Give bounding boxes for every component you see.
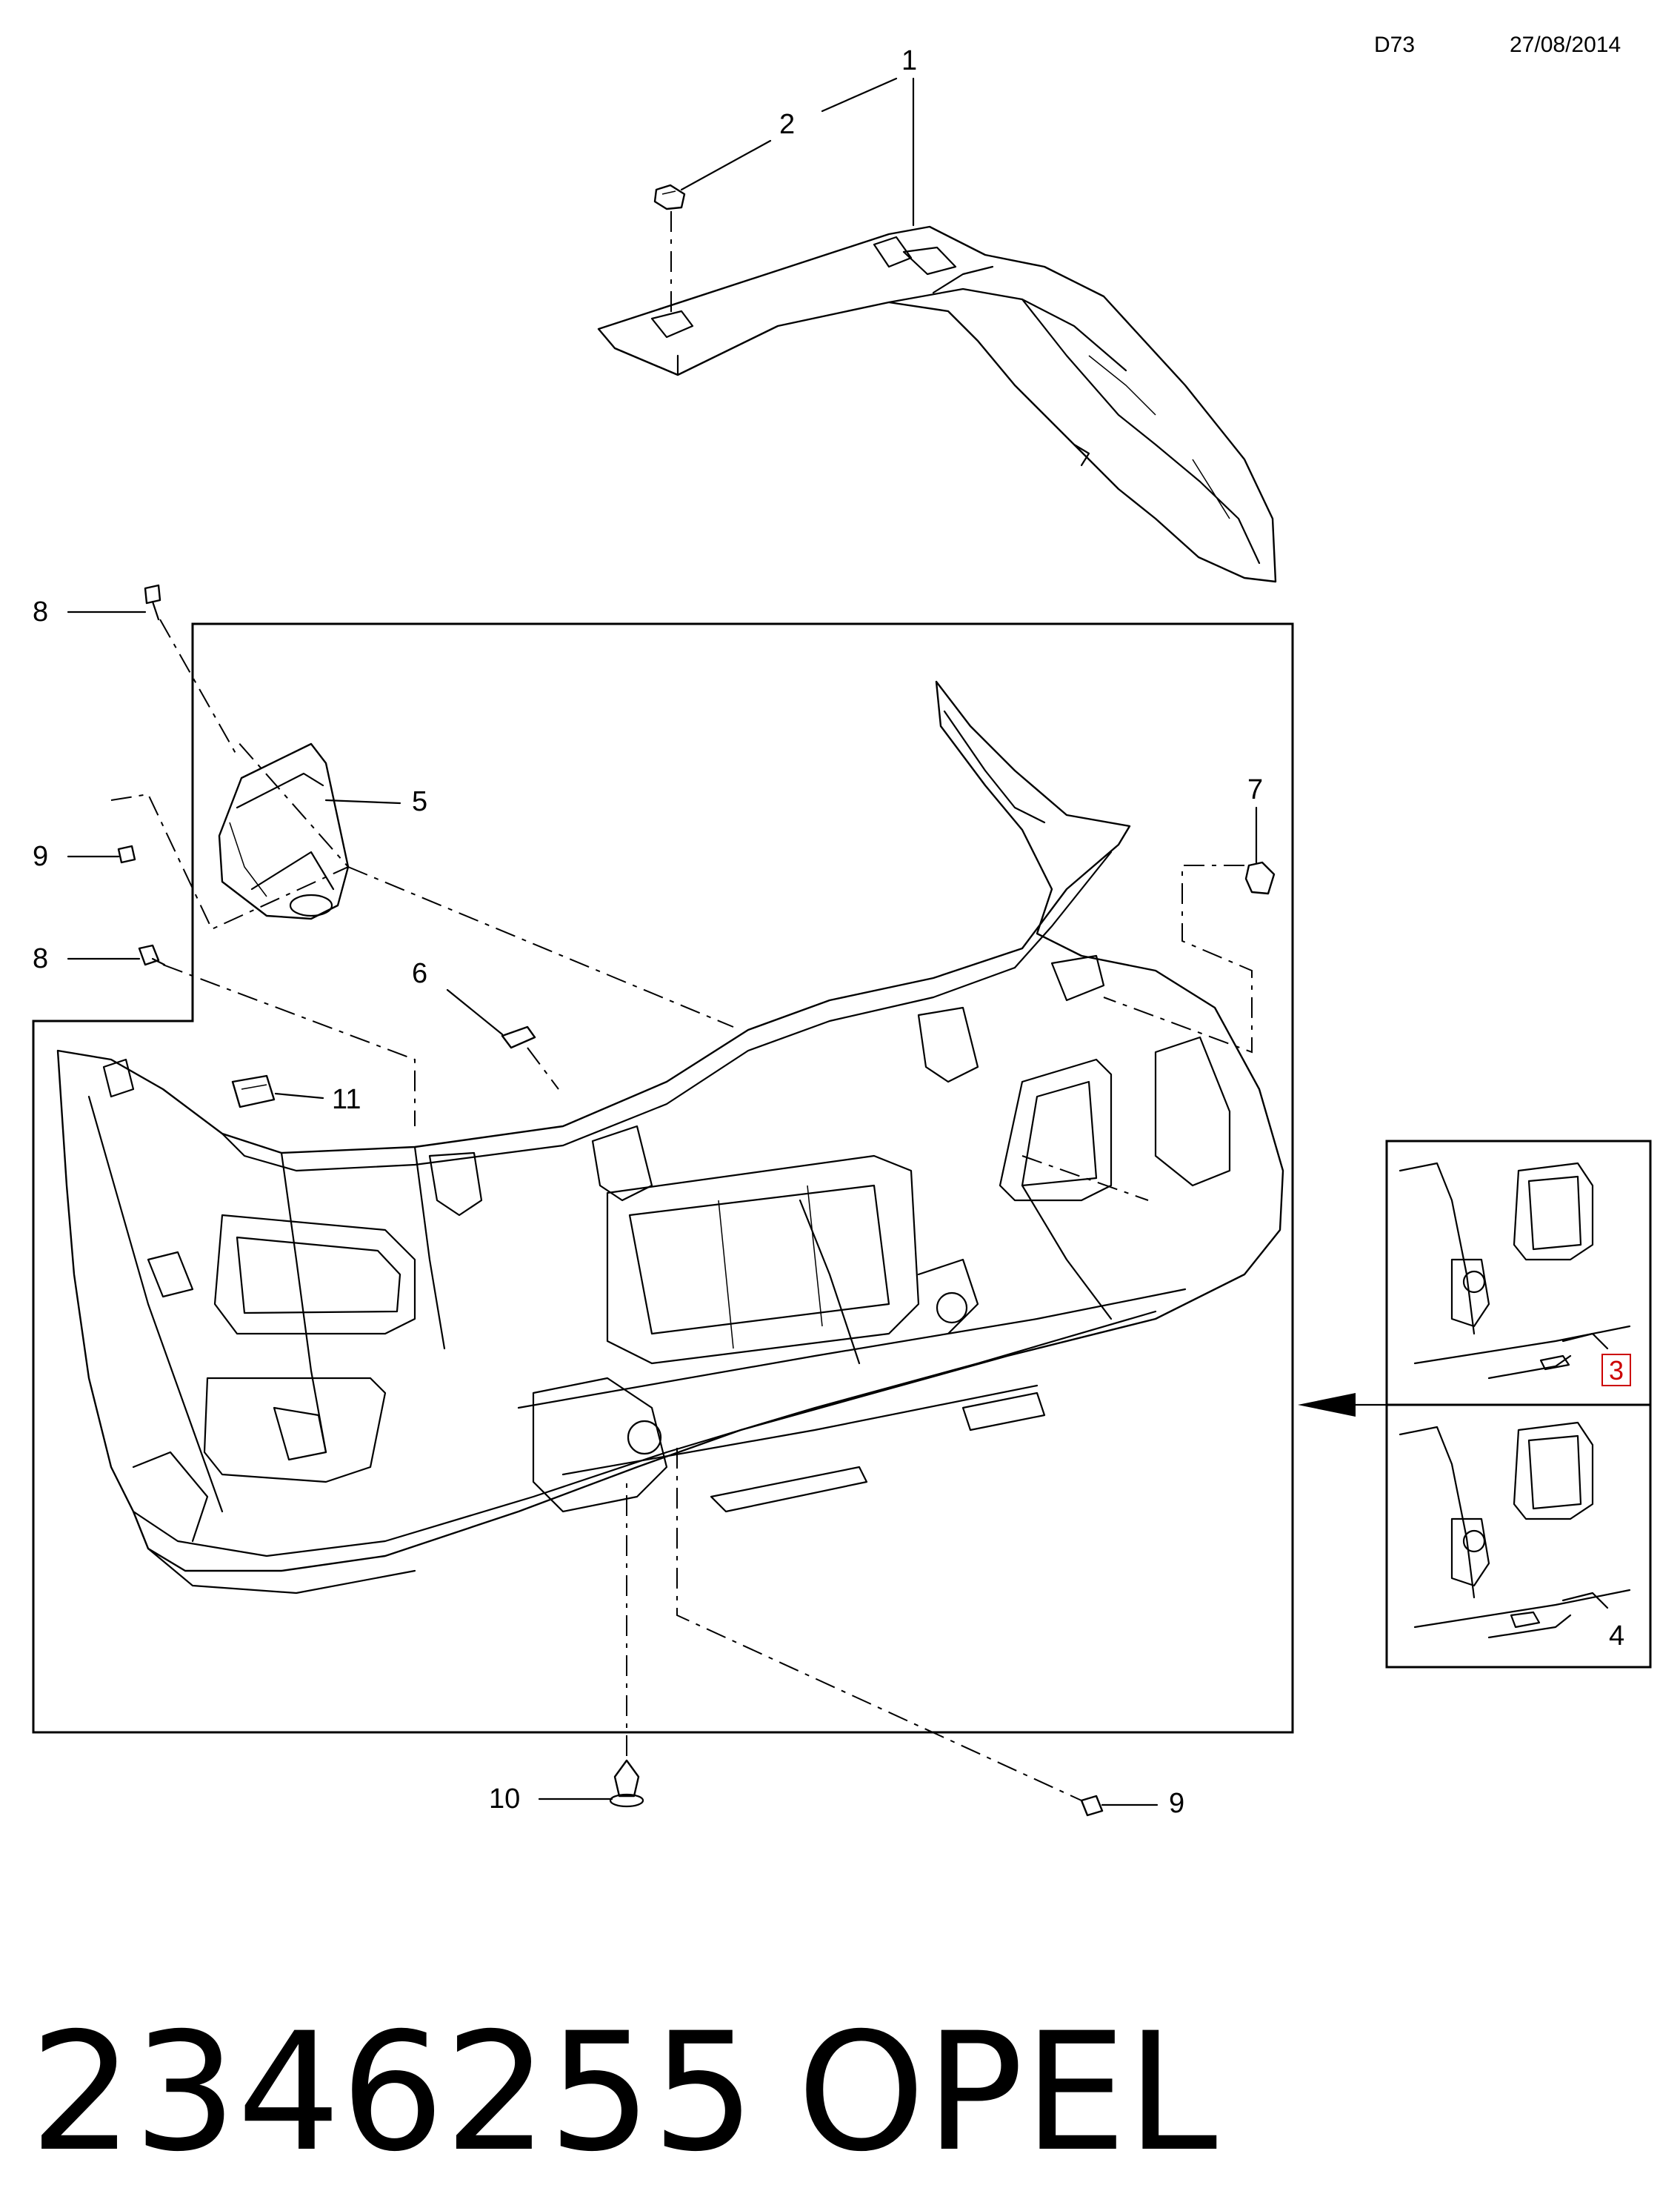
- brand-name: OPEL: [797, 1998, 1217, 2187]
- leader-6: [527, 1047, 559, 1090]
- tailgate-trim-panel: [56, 680, 1284, 1595]
- main-frame: [32, 622, 1294, 1734]
- part-6-clip: [501, 1025, 536, 1049]
- callout-7: 7: [1247, 774, 1263, 805]
- callout-6: 6: [412, 958, 427, 989]
- leader-7: [1103, 865, 1253, 1054]
- callout-11: 11: [332, 1084, 361, 1115]
- callout-5: 5: [412, 786, 427, 817]
- leader-5: [347, 866, 734, 1028]
- diagram-date: 27/08/2014: [1510, 33, 1621, 57]
- callout-3: 3: [1609, 1355, 1624, 1386]
- detail-arrow-head: [1298, 1393, 1356, 1417]
- callout-4: 4: [1609, 1620, 1624, 1652]
- leader-9-bottom: [676, 1448, 1082, 1801]
- part-11-bracket: [231, 1074, 276, 1108]
- part-9-clip-left: [117, 845, 136, 864]
- part-7-clip: [1244, 861, 1276, 895]
- part-number: 2346255: [30, 1998, 756, 2187]
- leader-8-mid: [162, 964, 416, 1126]
- leader-9-left: [110, 740, 350, 931]
- callout-9-left: 9: [33, 841, 48, 872]
- callout-3-box: [1601, 1354, 1631, 1386]
- callout-8-top: 8: [33, 596, 48, 628]
- diagram-code: D73: [1374, 33, 1415, 57]
- part-1-upper-trim: [597, 225, 1277, 583]
- part-9-clip-bottom: [1080, 1795, 1104, 1817]
- callout-2: 2: [779, 109, 795, 140]
- callout-10: 10: [489, 1783, 520, 1815]
- callout-9-bottom: 9: [1169, 1788, 1184, 1819]
- part-2-clip: [653, 184, 686, 210]
- callout-1: 1: [901, 45, 917, 76]
- callout-2-leader: [680, 139, 772, 191]
- leader-8-top: [159, 619, 238, 756]
- detail-box: 3 4: [1385, 1140, 1652, 1669]
- part-10-push-pin: [609, 1759, 644, 1808]
- part-8-screw-mid: [138, 944, 166, 966]
- part-5-handle-cover: [218, 742, 350, 920]
- callout-8-mid: 8: [33, 943, 48, 974]
- part-8-screw-top: [144, 584, 161, 621]
